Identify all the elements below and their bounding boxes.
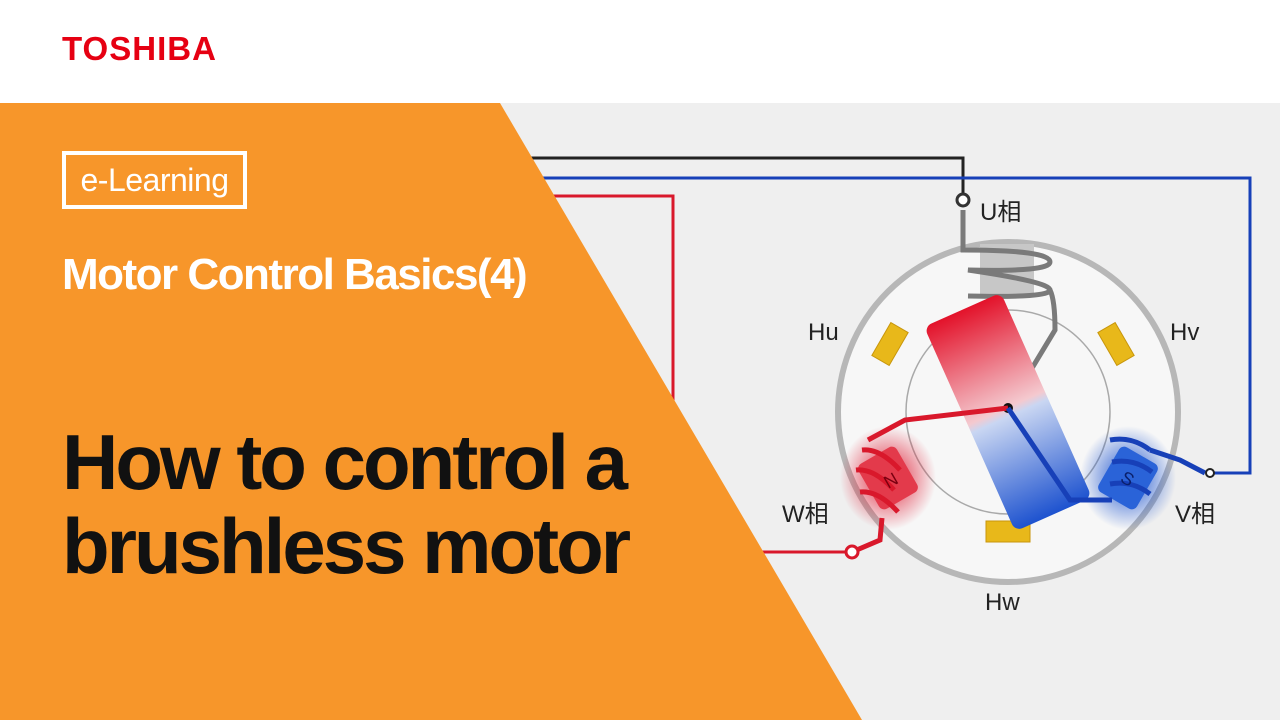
hw-label: Hw (985, 589, 1020, 616)
title-line-2: brushless motor (62, 502, 631, 590)
w-terminal (844, 544, 860, 560)
series-title: Motor Control Basics(4) (62, 250, 528, 299)
hall-sensor-hu (871, 321, 909, 367)
w-phase-wire (550, 194, 852, 554)
hv-label: Hv (1170, 319, 1199, 346)
v-terminal (1205, 468, 1215, 478)
v-phase-wire (540, 176, 1252, 475)
elearning-badge: e-Learning (62, 151, 247, 209)
title-line-1: How to control a (62, 418, 628, 506)
v-coil (1005, 406, 1207, 530)
u-coil (960, 210, 1058, 410)
hall-sensor-hv (1097, 321, 1135, 367)
v-phase-label: V相 (1175, 501, 1215, 528)
header-bar: TOSHIBA (0, 0, 1280, 103)
u-terminal (955, 192, 971, 208)
w-coil (840, 405, 1009, 555)
w-phase-label: W相 (782, 501, 829, 528)
u-phase-wire (530, 156, 965, 200)
page-title: How to control a brushless motor (62, 418, 631, 590)
toshiba-logo: TOSHIBA (62, 30, 217, 67)
hu-label: Hu (808, 319, 839, 346)
u-phase-label: U相 (980, 199, 1021, 226)
